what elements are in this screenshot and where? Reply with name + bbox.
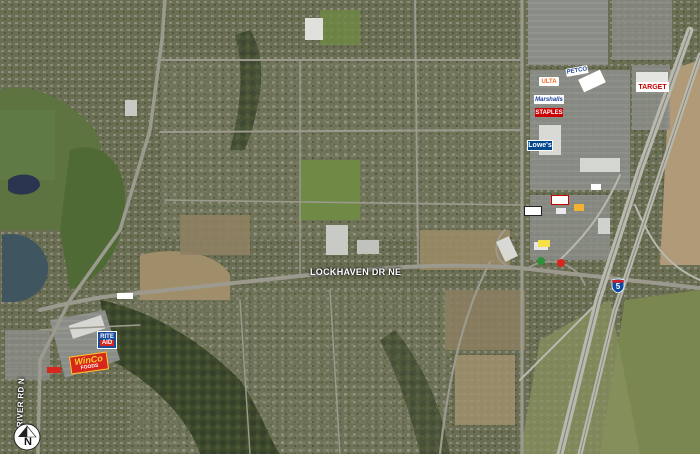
- store-logo-marshalls: Marshalls: [534, 95, 564, 104]
- store-logo-ulta: ULTA: [539, 77, 559, 86]
- rite-aid-line1: RITE: [100, 334, 114, 340]
- north-label: N: [24, 436, 32, 448]
- street-label-lockhaven: LOCKHAVEN DR NE: [310, 267, 402, 277]
- retail-pad-icon: [524, 206, 542, 216]
- retail-pad-icon: [557, 259, 565, 267]
- store-logo-staples: STAPLES: [535, 108, 563, 117]
- retail-pad-icon: [538, 240, 550, 247]
- store-logo-lowes: Lowe's: [527, 140, 553, 151]
- street-label-river-road: RIVER RD N: [15, 377, 26, 428]
- retail-pad-icon: [551, 195, 569, 205]
- retail-pad-icon: [591, 184, 601, 190]
- interstate-shield-icon: 5: [611, 278, 625, 294]
- interstate-number: 5: [615, 282, 621, 291]
- store-logo-target: TARGET: [636, 82, 669, 92]
- rite-aid-line2: AID: [99, 340, 115, 346]
- store-logo-rite-aid: RITE AID: [97, 331, 117, 349]
- retail-pad-icon: [47, 367, 61, 373]
- north-arrow-icon: N: [13, 423, 41, 451]
- retail-pad-icon: [537, 257, 545, 265]
- winco-line2: FOODS: [80, 362, 99, 372]
- retail-pad-icon: [574, 204, 584, 211]
- retail-pad-icon: [117, 293, 133, 299]
